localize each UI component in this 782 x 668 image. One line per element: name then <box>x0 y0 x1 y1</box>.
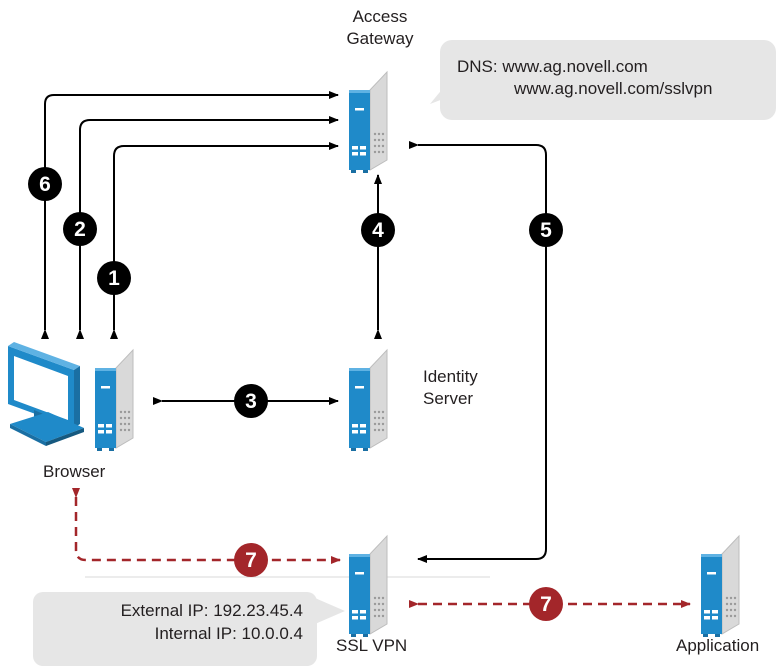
application-label: Application <box>676 636 760 655</box>
step-badge-1: 1 <box>97 261 131 295</box>
arrow-1 <box>110 142 339 339</box>
dns-callout-line1: DNS: www.ag.novell.com <box>457 57 648 76</box>
svg-text:6: 6 <box>39 173 51 196</box>
ssl-vpn-label: SSL VPN <box>336 636 408 655</box>
ssl-vpn-server-icon <box>348 535 388 638</box>
step-badge-7-application: 7 <box>529 587 563 621</box>
ip-callout: External IP: 192.23.45.4 Internal IP: 10… <box>33 592 317 666</box>
identity-server-server-icon <box>348 349 388 452</box>
svg-text:1: 1 <box>108 267 120 290</box>
ip-callout-bubble <box>33 592 345 666</box>
browser-label: Browser <box>43 462 106 481</box>
arrow-7-browser <box>72 488 341 564</box>
dns-callout-bubble <box>430 40 776 120</box>
access-gateway-server-icon <box>348 71 388 174</box>
svg-text:4: 4 <box>372 219 384 242</box>
step-badge-6: 6 <box>28 167 62 201</box>
application-server-icon <box>700 535 740 638</box>
identity-server-label: Identity Server <box>423 366 478 410</box>
dns-callout-line2: www.ag.novell.com/sslvpn <box>514 79 713 98</box>
ip-callout-line1: External IP: 192.23.45.4 <box>120 601 303 620</box>
arrow-6 <box>41 91 339 339</box>
svg-text:2: 2 <box>74 218 86 241</box>
step-badge-7-browser: 7 <box>234 543 268 577</box>
svg-text:7: 7 <box>245 549 257 572</box>
access-gateway-label: Access Gateway <box>330 6 430 50</box>
svg-text:7: 7 <box>540 593 552 616</box>
arrow-5 <box>409 141 547 563</box>
step-badge-5: 5 <box>529 213 563 247</box>
step-badge-4: 4 <box>361 213 395 247</box>
access-gateway-label-line2: Gateway <box>346 29 414 48</box>
svg-text:5: 5 <box>540 219 552 242</box>
step-badge-2: 2 <box>63 212 97 246</box>
browser-tower-icon <box>94 349 134 452</box>
svg-text:3: 3 <box>245 390 257 413</box>
identity-server-label-line2: Server <box>423 389 474 408</box>
dns-callout: DNS: www.ag.novell.com www.ag.novell.com… <box>440 40 776 120</box>
step-badge-3: 3 <box>234 384 268 418</box>
workstation-icon <box>8 342 84 446</box>
ip-callout-line2: Internal IP: 10.0.0.4 <box>154 624 303 643</box>
arrow-2 <box>76 116 339 339</box>
access-gateway-label-line1: Access <box>352 7 408 26</box>
identity-server-label-line1: Identity <box>423 367 478 386</box>
